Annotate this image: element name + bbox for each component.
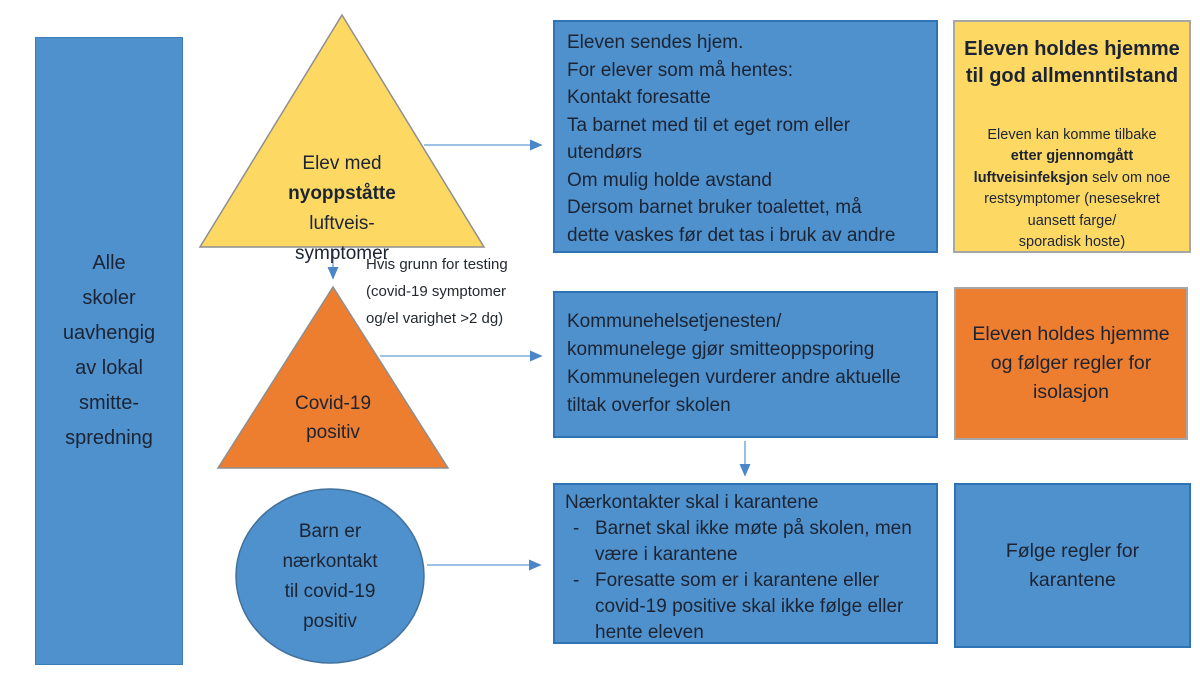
- contact-tracing-box: Kommunehelsetjenesten/ kommunelege gjør …: [553, 291, 938, 438]
- stay-home-note-part: Eleven kan komme tilbake: [987, 126, 1157, 143]
- close-contact-label: Barn er nærkontakt til covid-19 positiv: [282, 521, 378, 632]
- covid-positive-label: Covid-19 positiv: [294, 393, 372, 443]
- bullet-text: Foresatte som er i karantene eller covid…: [595, 570, 904, 643]
- symptom-label-part: Elev med: [302, 153, 382, 174]
- all-schools-label: Alle skoler uavhengig av lokal smitte- s…: [62, 252, 156, 449]
- bullet-marker: -: [573, 518, 580, 539]
- close-contact-circle: [235, 488, 425, 664]
- covid-positive-triangle: [216, 285, 450, 469]
- stay-home-box: Eleven holdes hjemme til god allmenntils…: [953, 20, 1191, 253]
- send-home-box: Eleven sendes hjem. For elever som må he…: [553, 20, 938, 253]
- symptom-label-part: luftveis- symptomer: [295, 213, 389, 264]
- symptom-triangle-label: Elev med nyoppståtte luftveis- symptomer: [242, 119, 442, 269]
- stay-home-note-bold: etter gjennomgått luftveisinfeksjon: [973, 148, 1134, 186]
- all-schools-panel: Alle skoler uavhengig av lokal smitte- s…: [35, 37, 183, 665]
- quarantine-bullet: - Barnet skal ikke møte på skolen, men v…: [565, 516, 926, 568]
- stay-home-note-part: selv om noe restsymptomer (nesesekret ua…: [984, 169, 1171, 251]
- bullet-text: Barnet skal ikke møte på skolen, men vær…: [595, 518, 912, 565]
- stay-home-title: Eleven holdes hjemme til god allmenntils…: [964, 38, 1180, 87]
- stay-home-note: Eleven kan komme tilbake etter gjennomgå…: [963, 103, 1181, 254]
- quarantine-title: Nærkontakter skal i karantene: [565, 492, 819, 513]
- bullet-marker: -: [573, 570, 580, 591]
- quarantine-box: Nærkontakter skal i karantene - Barnet s…: [553, 483, 938, 644]
- quarantine-bullet: - Foresatte som er i karantene eller cov…: [565, 568, 926, 646]
- isolation-box: Eleven holdes hjemme og følger regler fo…: [954, 287, 1188, 440]
- symptom-triangle: [198, 13, 486, 248]
- symptom-label-bold: nyoppståtte: [288, 183, 396, 204]
- quarantine-rules-box: Følge regler for karantene: [954, 483, 1191, 648]
- testing-condition-label: Hvis grunn for testing (covid-19 symptom…: [366, 256, 508, 327]
